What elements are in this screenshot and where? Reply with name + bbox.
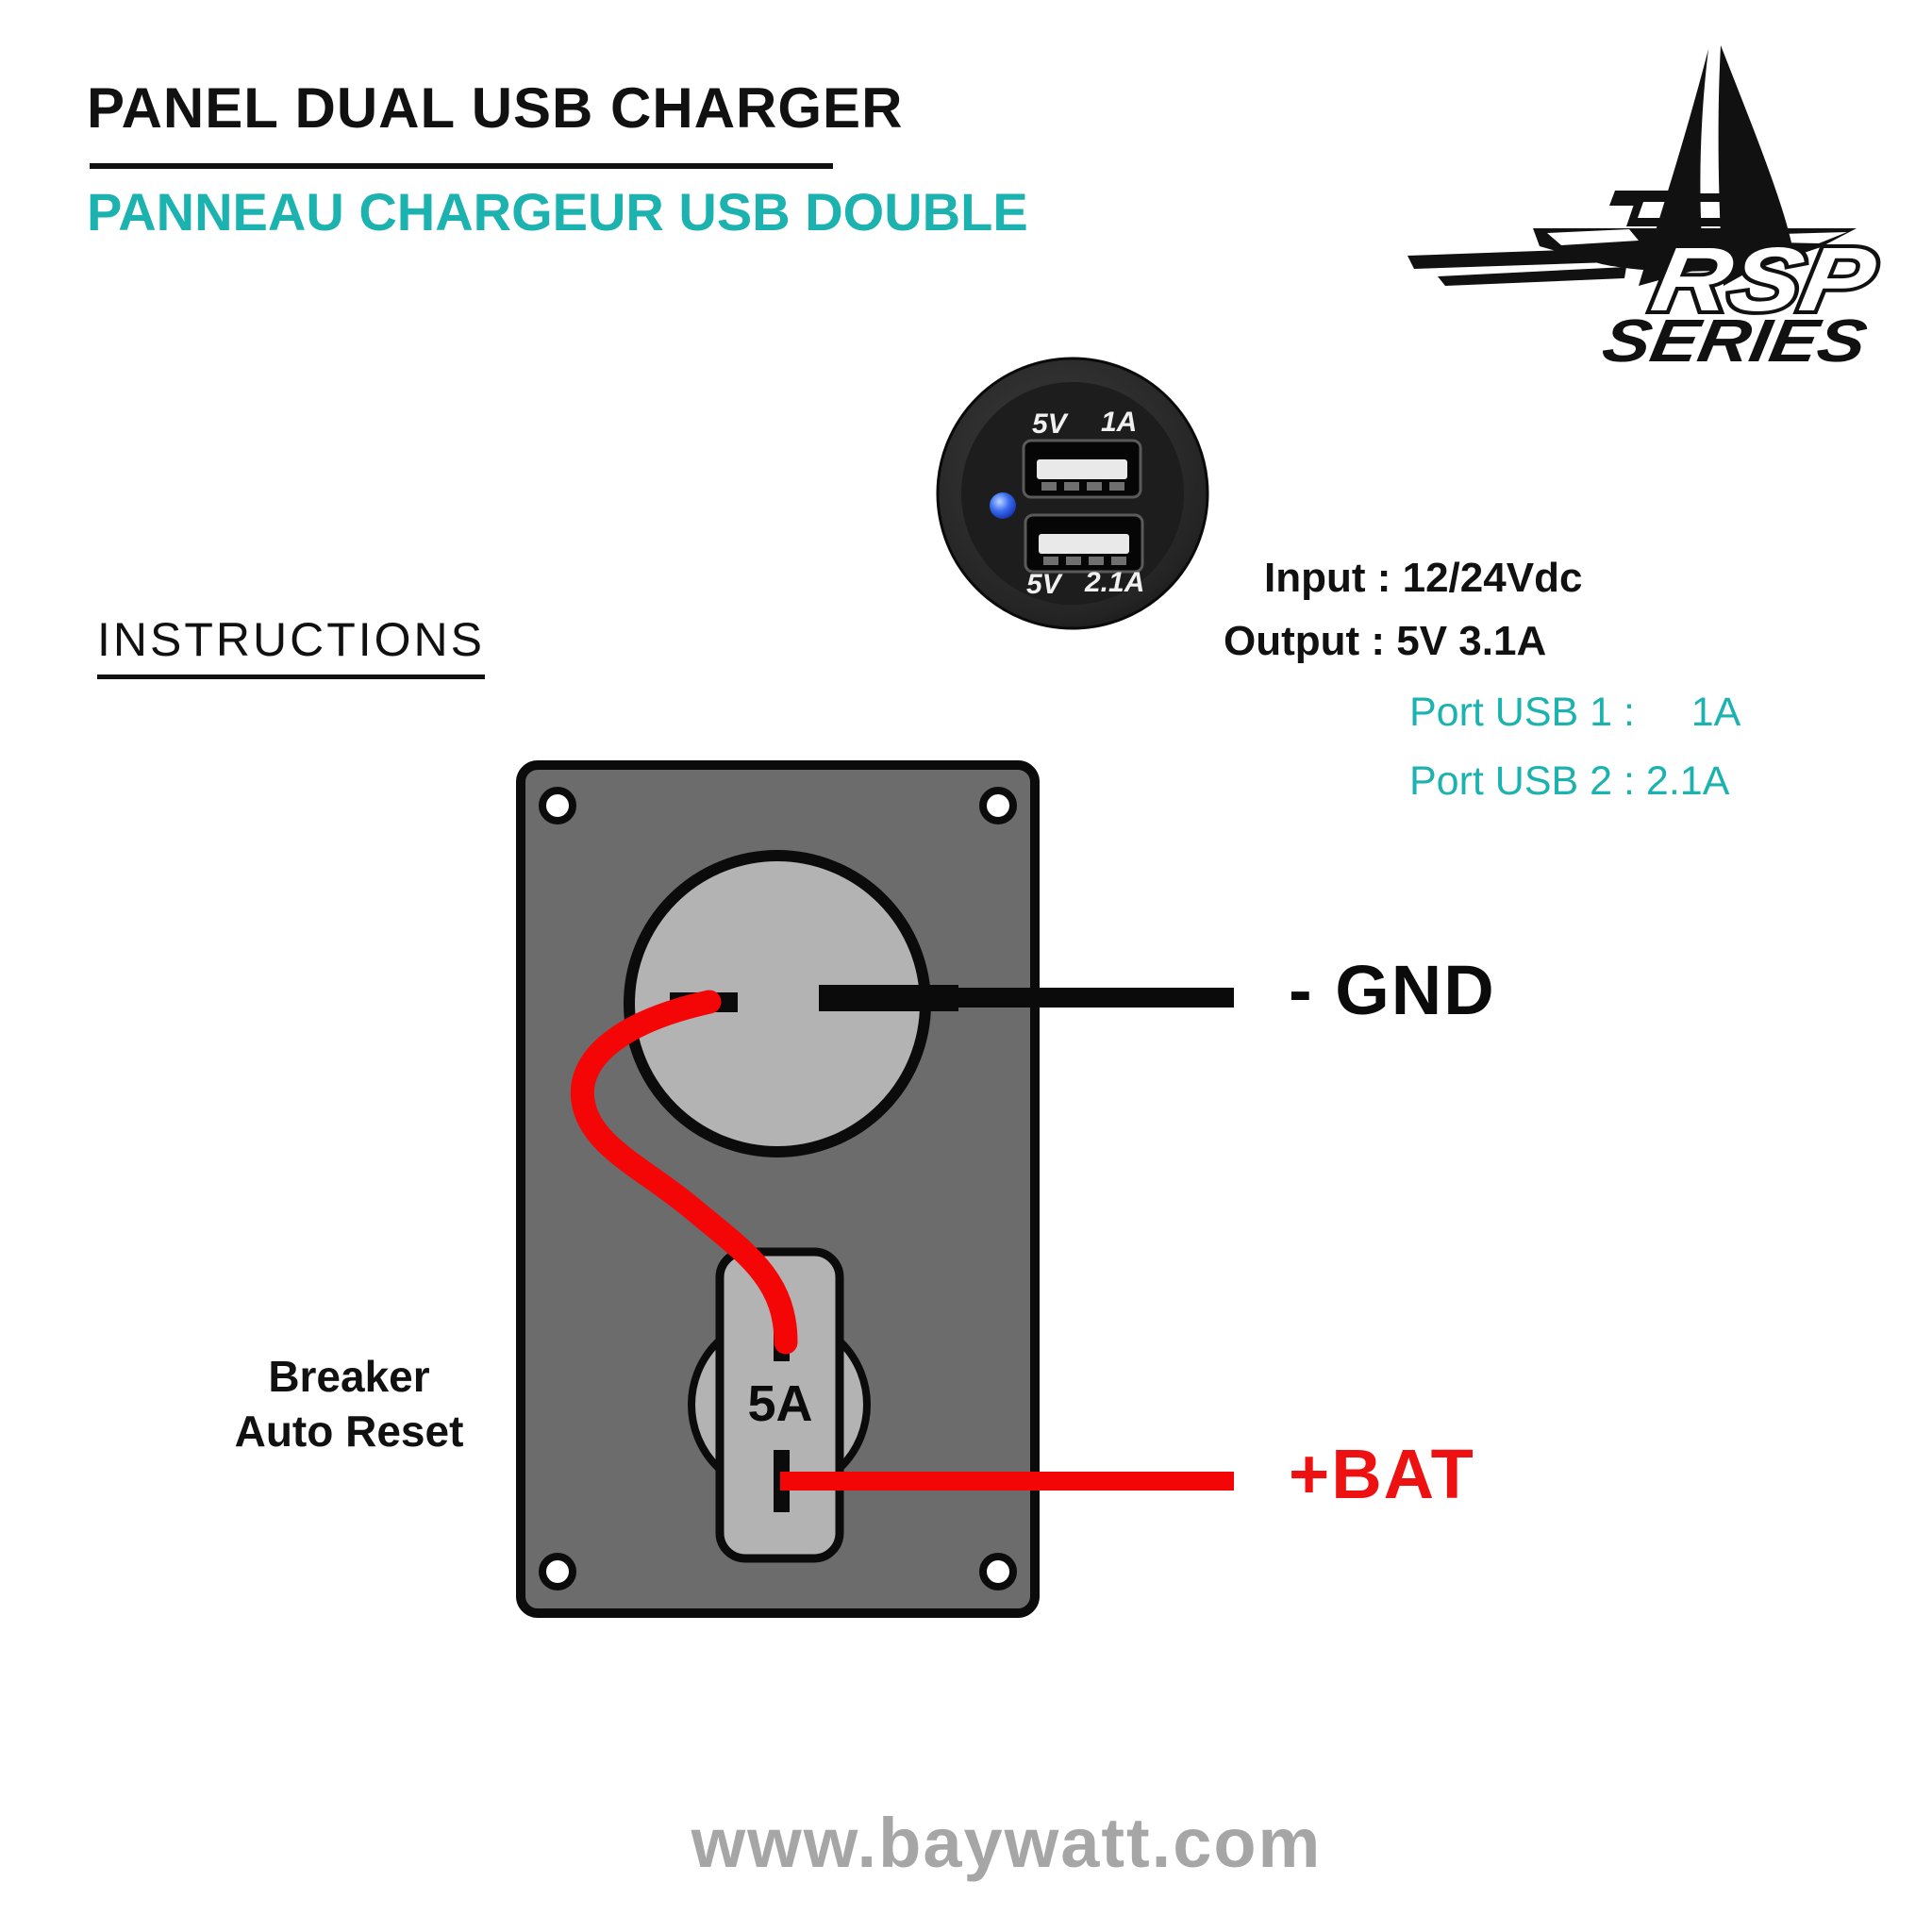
led-indicator [990, 492, 1016, 519]
boat-sail-right [1718, 45, 1792, 286]
bat-wire-label: +BAT [1289, 1435, 1475, 1513]
breaker-caption-line2: Auto Reset [234, 1407, 464, 1456]
page-title: PANEL DUAL USB CHARGER [87, 76, 904, 140]
socket-label-voltage-bottom: 5V [1026, 569, 1061, 600]
socket-label-current-bottom: 2.1A [1085, 567, 1145, 598]
usb-socket-photo [936, 357, 1209, 630]
title-underline [90, 163, 833, 169]
socket-label-current-top: 1A [1101, 407, 1138, 438]
brand-series: SERIES [1598, 307, 1873, 374]
usb-pin [1109, 482, 1124, 491]
page-subtitle: PANNEAU CHARGEUR USB DOUBLE [87, 182, 1028, 242]
positive-jumper-wire [570, 990, 798, 1355]
gnd-wire-label: - GND [1289, 951, 1496, 1029]
screw-hole [979, 1553, 1017, 1591]
usb-pin [1041, 482, 1057, 491]
usb-pin [1087, 482, 1102, 491]
usb-pin [1111, 557, 1126, 565]
boat-logo-icon: RSP SERIES [1407, 45, 1887, 375]
boat-speed-line [1407, 246, 1670, 269]
boat-sail-left [1639, 49, 1708, 286]
usb-pin [1064, 482, 1079, 491]
socket-label-voltage-top: 5V [1032, 408, 1067, 440]
breaker-caption: Breaker Auto Reset [165, 1349, 533, 1458]
spec-port1: Port USB 1 : 1A [1409, 690, 1741, 735]
boat-hull-stripe [1777, 232, 1847, 243]
usb-pin [1043, 557, 1058, 565]
gnd-wire [943, 988, 1234, 1008]
spec-port2: Port USB 2 : 2.1A [1409, 758, 1730, 804]
brand-rsp: RSP [1645, 228, 1883, 330]
usb-pin [1066, 557, 1081, 565]
usb-tongue-top [1037, 459, 1127, 479]
boat-speed-line [1438, 267, 1626, 286]
boat-hull-stripe [1547, 229, 1639, 245]
screw-hole [539, 1553, 576, 1591]
spec-input: Input : 12/24Vdc [1264, 555, 1583, 601]
usb-tongue-bottom [1039, 534, 1129, 554]
screw-hole [979, 787, 1017, 824]
spec-output: Output : 5V 3.1A [1224, 618, 1547, 664]
usb-pin [1089, 557, 1104, 565]
breaker-rating: 5A [747, 1375, 813, 1432]
negative-terminal-tab [819, 985, 958, 1011]
screw-hole [539, 787, 576, 824]
breaker-caption-line1: Breaker [268, 1352, 430, 1401]
wiring-diagram [516, 760, 1234, 1618]
instructions-heading: INSTRUCTIONS [97, 614, 485, 679]
website-url: www.baywatt.com [691, 1804, 1323, 1882]
bat-wire [780, 1472, 1234, 1491]
